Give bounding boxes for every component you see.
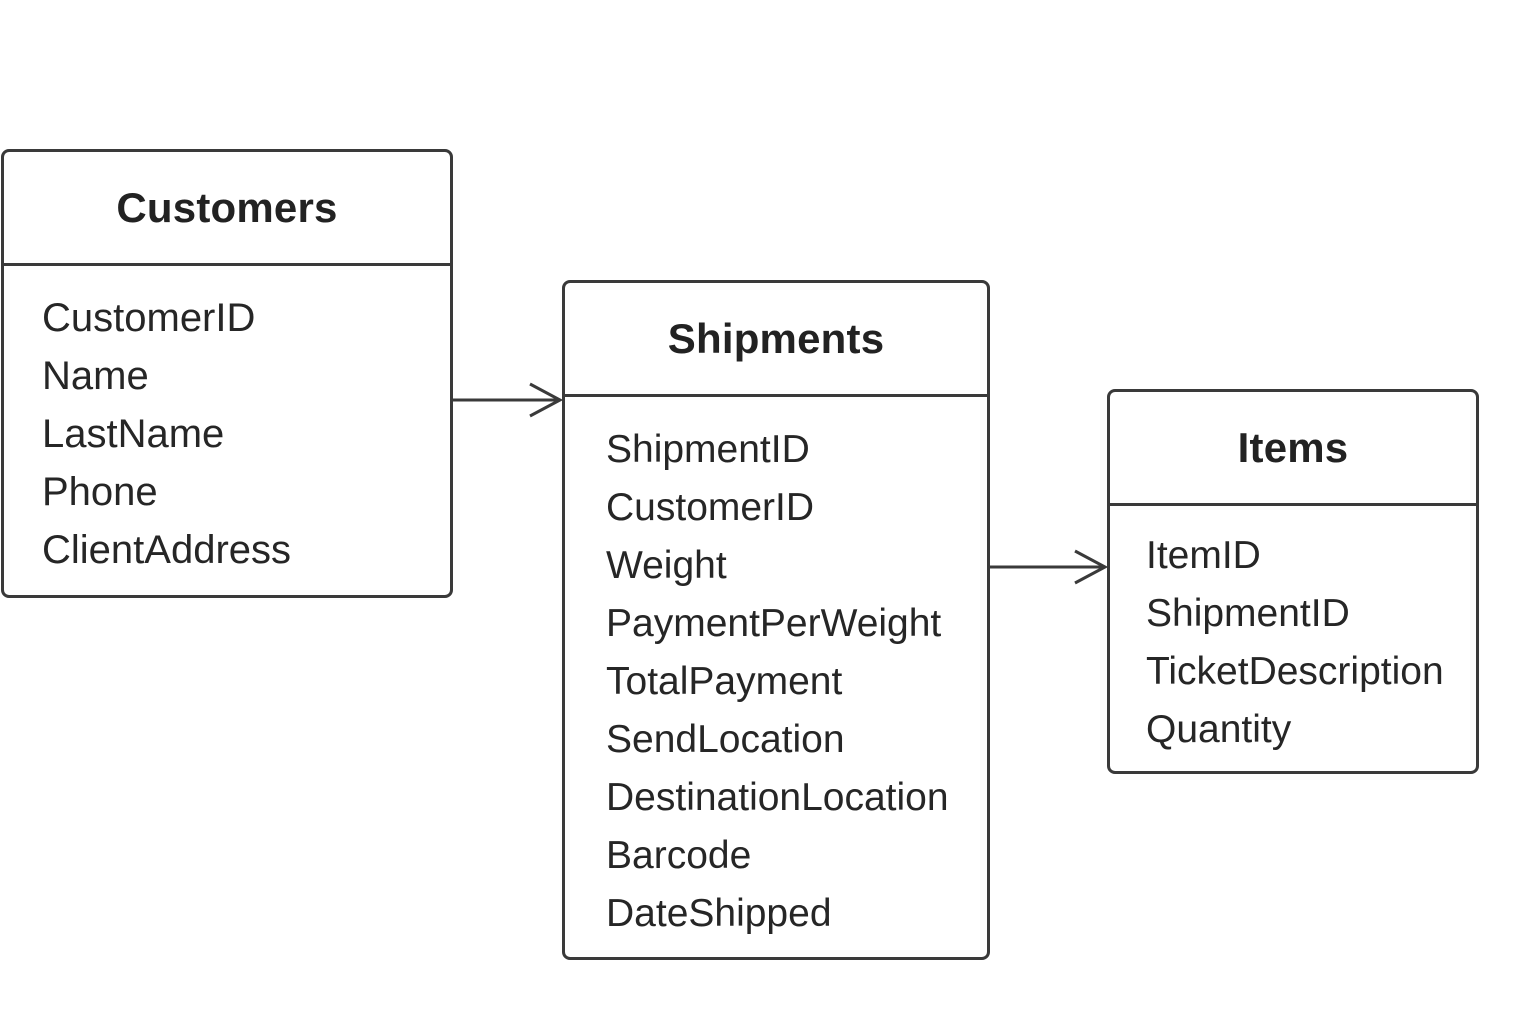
field-item: LastName bbox=[42, 412, 225, 456]
field-item: Name bbox=[42, 354, 149, 398]
field-item: DestinationLocation bbox=[606, 776, 949, 819]
entity-header: Shipments bbox=[565, 283, 987, 397]
field-item: ShipmentID bbox=[606, 428, 810, 471]
connector-customers-to-shipments bbox=[453, 382, 564, 418]
field-item: TotalPayment bbox=[606, 660, 843, 703]
arrowhead-icon bbox=[529, 382, 564, 418]
field-list: ShipmentID CustomerID Weight PaymentPerW… bbox=[565, 397, 987, 943]
field-item: Barcode bbox=[606, 834, 752, 877]
field-item: ItemID bbox=[1146, 534, 1261, 577]
entity-header: Customers bbox=[4, 152, 450, 266]
field-item: SendLocation bbox=[606, 718, 845, 761]
field-item: Weight bbox=[606, 544, 727, 587]
field-item: PaymentPerWeight bbox=[606, 602, 942, 645]
field-item: ShipmentID bbox=[1146, 592, 1350, 635]
field-item: TicketDescription bbox=[1146, 650, 1444, 693]
field-item: Phone bbox=[42, 470, 158, 514]
entity-items: Items ItemID ShipmentID TicketDescriptio… bbox=[1107, 389, 1479, 774]
entity-title: Items bbox=[1237, 423, 1349, 471]
field-item: CustomerID bbox=[42, 296, 256, 340]
field-item: DateShipped bbox=[606, 892, 832, 935]
field-list: ItemID ShipmentID TicketDescription Quan… bbox=[1110, 506, 1476, 759]
entity-title: Customers bbox=[116, 183, 338, 231]
entity-customers: Customers CustomerID Name LastName Phone… bbox=[1, 149, 453, 598]
entity-shipments: Shipments ShipmentID CustomerID Weight P… bbox=[562, 280, 990, 960]
connector-shipments-to-items bbox=[990, 549, 1109, 585]
field-list: CustomerID Name LastName Phone ClientAdd… bbox=[4, 266, 450, 579]
field-item: Quantity bbox=[1146, 708, 1292, 751]
arrowhead-icon bbox=[1074, 549, 1109, 585]
entity-header: Items bbox=[1110, 392, 1476, 506]
field-item: CustomerID bbox=[606, 486, 815, 529]
entity-title: Shipments bbox=[667, 314, 885, 362]
field-item: ClientAddress bbox=[42, 528, 292, 572]
